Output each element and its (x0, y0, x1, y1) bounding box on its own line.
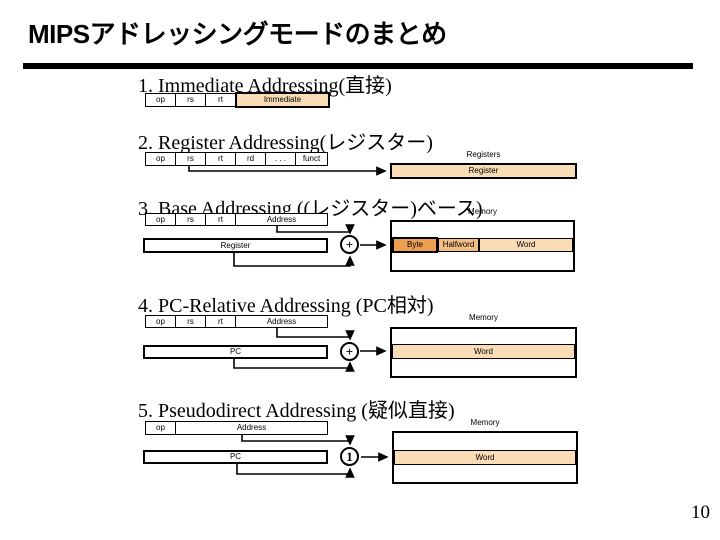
register-box: Register (390, 163, 577, 179)
title-rule (23, 63, 693, 69)
pc-box: PC (143, 450, 328, 464)
connector-address-to-concat-pseudo (241, 434, 355, 446)
concatenate-icon: 1 (340, 447, 359, 466)
slide-title: MIPSアドレッシングモードのまとめ (28, 19, 447, 49)
heading-pseudodirect-addressing: 5. Pseudodirect Addressing (疑似直接) (138, 400, 455, 422)
memory-word-cell: Word (479, 238, 573, 252)
field-rt: rt (205, 315, 236, 328)
memory-byte-cell: Byte (392, 237, 438, 253)
heading-register-addressing: 2. Register Addressing(レジスター) (138, 132, 433, 154)
connector-pc-to-concat-pseudo (236, 463, 355, 478)
field-address: Address (235, 213, 328, 226)
memory-label: Memory (469, 313, 498, 322)
adder-plus-icon: + (340, 342, 359, 361)
field-address: Address (175, 421, 328, 435)
connector-address-to-adder-base (276, 224, 355, 235)
connector-rs-to-register (188, 166, 387, 176)
heading-pc-relative-addressing: 4. PC-Relative Addressing (PC相対) (138, 295, 434, 317)
memory-halfword-cell: Halfword (438, 238, 479, 252)
heading-immediate-addressing: 1. Immediate Addressing(直接) (138, 75, 392, 97)
pc-box: PC (143, 345, 328, 359)
field-rs: rs (175, 315, 206, 328)
field-rd: rd (235, 152, 266, 166)
connector-register-to-adder-base (233, 252, 355, 267)
field-immediate: Immediate (235, 92, 330, 108)
field-op: op (145, 421, 176, 435)
page-number: 10 (691, 502, 710, 523)
field-address: Address (235, 315, 328, 328)
field-funct: funct (295, 152, 328, 166)
memory-word-cell: Word (394, 450, 576, 465)
connector-address-to-adder-pcrel (276, 328, 355, 341)
registers-label: Registers (466, 150, 501, 159)
adder-plus-icon: + (340, 235, 359, 254)
memory-label: Memory (468, 207, 497, 216)
field-rt: rt (205, 152, 236, 166)
register-box: Register (143, 238, 328, 253)
memory-label: Memory (470, 418, 500, 427)
field-ellipsis: . . . (265, 152, 296, 166)
memory-word-cell: Word (392, 344, 575, 359)
connector-pc-to-adder-pcrel (233, 358, 355, 372)
